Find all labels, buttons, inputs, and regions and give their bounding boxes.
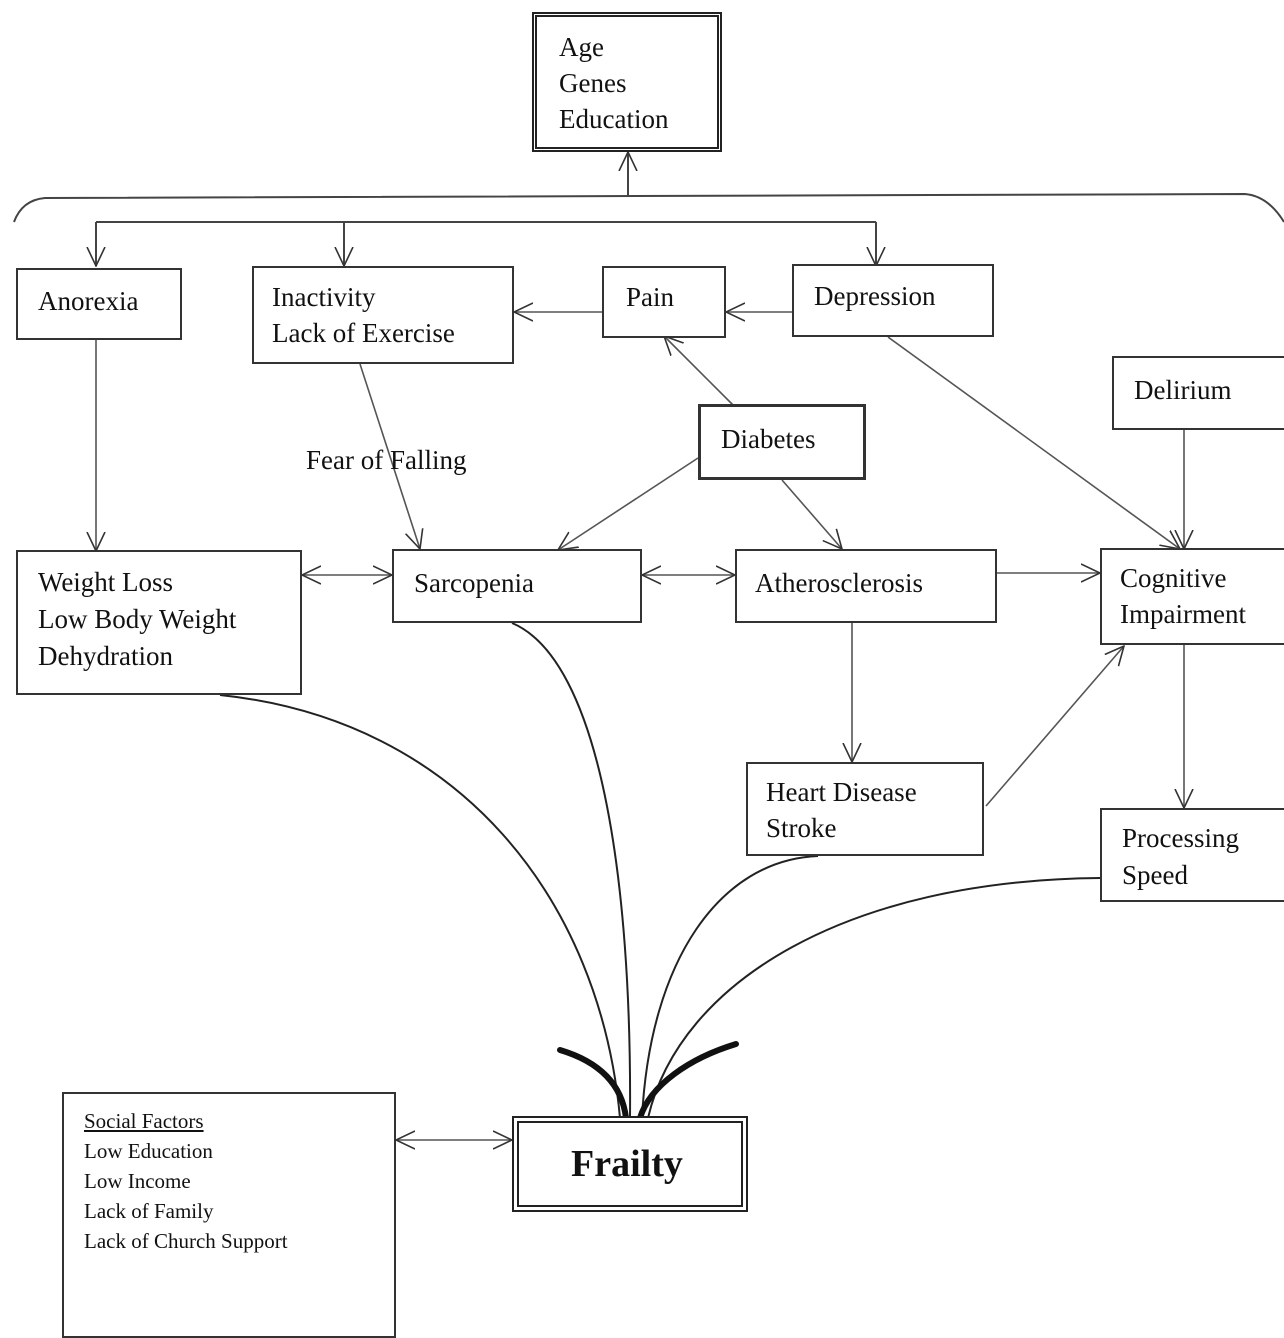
- node-label: Sarcopenia: [414, 568, 534, 598]
- node-label: Low Body Weight: [38, 604, 237, 634]
- node-diabetes: Diabetes: [698, 404, 866, 480]
- node-label: Weight Loss: [38, 567, 174, 597]
- node-pain: Pain: [602, 266, 726, 338]
- node-label: Delirium: [1134, 375, 1232, 405]
- node-weight-loss: Weight Loss Low Body Weight Dehydration: [16, 550, 302, 695]
- node-label: Dehydration: [38, 641, 173, 671]
- node-label: Diabetes: [721, 424, 816, 454]
- node-social-factors: Social Factors Low Education Low Income …: [62, 1092, 396, 1338]
- node-inactivity: Inactivity Lack of Exercise: [252, 266, 514, 364]
- frailty-roots: [219, 622, 1101, 1119]
- node-label: Speed: [1122, 860, 1188, 890]
- node-label: Impairment: [1120, 599, 1246, 629]
- edge-label-fear-of-falling: Fear of Falling: [306, 445, 467, 475]
- node-frailty: Frailty: [512, 1116, 748, 1212]
- social-factor-item: Low Income: [84, 1169, 191, 1193]
- curve-heart-to-frailty: [641, 855, 819, 1119]
- node-depression: Depression: [792, 264, 994, 337]
- social-factor-item: Low Education: [84, 1139, 213, 1163]
- frailty-sprout-icon: [557, 1041, 739, 1121]
- node-label: Processing: [1122, 823, 1239, 853]
- arrow-heart-to-cognitive: [985, 646, 1124, 807]
- node-label: Lack of Exercise: [272, 318, 455, 348]
- node-label: Age: [559, 32, 604, 62]
- node-label: Education: [559, 104, 669, 134]
- arrow-depression-to-cognitive: [887, 336, 1180, 549]
- node-delirium: Delirium: [1112, 356, 1284, 430]
- arrow-diabetes-to-pain: [664, 336, 735, 407]
- node-label: Depression: [814, 281, 936, 311]
- connector-arrows: [96, 312, 1184, 1140]
- node-sarcopenia: Sarcopenia: [392, 549, 642, 623]
- node-atherosclerosis: Atherosclerosis: [735, 549, 997, 623]
- arrow-inactivity-to-sarcopenia: [359, 363, 420, 549]
- arrow-diabetes-to-sarcopenia: [558, 457, 699, 550]
- curve-sarcopenia-to-frailty: [511, 622, 632, 1119]
- node-label: Cognitive: [1120, 563, 1227, 593]
- social-factor-item: Lack of Church Support: [84, 1229, 288, 1253]
- node-processing-speed: Processing Speed: [1100, 808, 1284, 902]
- node-heart-disease: Heart Disease Stroke: [746, 762, 984, 856]
- social-factors-title: Social Factors: [84, 1109, 204, 1133]
- node-label: Stroke: [766, 813, 837, 843]
- node-anorexia: Anorexia: [16, 268, 182, 340]
- node-label: Frailty: [571, 1143, 683, 1185]
- node-label: Anorexia: [38, 286, 139, 316]
- node-label: Inactivity: [272, 282, 376, 312]
- influence-bracket: [13, 152, 1284, 266]
- node-label: Pain: [626, 282, 675, 312]
- social-factor-item: Lack of Family: [84, 1199, 214, 1223]
- node-label: Atherosclerosis: [755, 568, 923, 598]
- arrow-diabetes-to-atherosclerosis: [781, 479, 842, 549]
- node-label: Genes: [559, 68, 627, 98]
- node-cognitive-impairment: Cognitive Impairment: [1100, 548, 1284, 645]
- node-label: Heart Disease: [766, 777, 917, 807]
- node-age-genes-education: Age Genes Education: [532, 12, 722, 152]
- curve-processing-to-frailty: [647, 877, 1101, 1119]
- curve-weightloss-to-frailty: [219, 694, 621, 1119]
